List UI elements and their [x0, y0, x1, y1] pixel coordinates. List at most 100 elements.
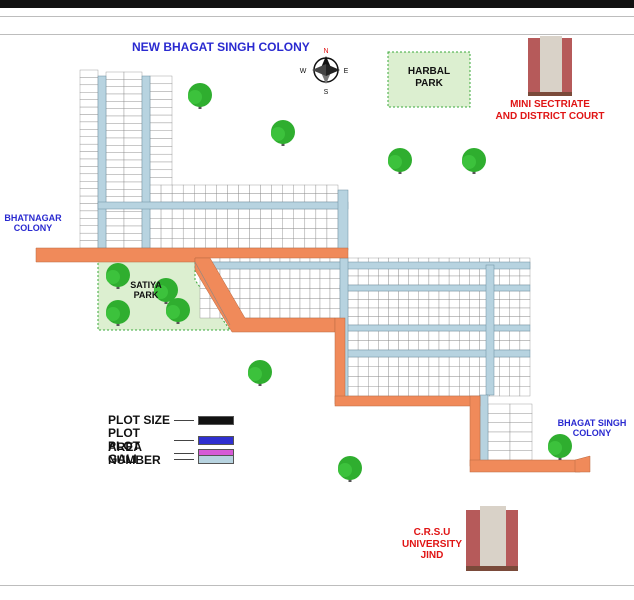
compass-icon: N S W E	[300, 48, 349, 96]
plot-cell	[105, 130, 125, 139]
plot-cell	[388, 386, 399, 397]
plot-cell	[149, 184, 162, 194]
harbal-park-area	[387, 51, 471, 108]
plot-cell	[378, 275, 389, 286]
plot-cell	[448, 299, 460, 309]
plot-cell	[105, 181, 125, 190]
plot-cell	[269, 308, 281, 319]
plot-cell	[459, 340, 470, 351]
legend-item-plot-size: PLOT SIZE	[108, 413, 234, 427]
plot-cell	[239, 268, 251, 280]
plot-cell	[160, 208, 173, 219]
plot-cell	[79, 106, 99, 115]
plot-cell	[182, 208, 195, 219]
legend-item-gali: GALI	[108, 452, 234, 466]
plot-cell	[279, 308, 291, 319]
plot-cell	[216, 238, 228, 249]
plot-cell	[428, 340, 440, 351]
plot-cell	[398, 330, 409, 341]
plot-cell	[487, 422, 511, 433]
plot-cell	[271, 228, 283, 239]
plot-cell	[182, 218, 195, 229]
plot-cell	[105, 145, 125, 153]
colony-title: NEW BHAGAT SINGH COLONY	[132, 40, 310, 54]
plot-cell	[216, 208, 228, 219]
plot-cell	[238, 208, 250, 219]
plot-cell	[282, 218, 294, 229]
plot-cell	[408, 299, 419, 309]
plot-cell	[378, 356, 389, 367]
plot-cell	[309, 288, 321, 299]
plot-cell	[105, 174, 125, 183]
plot-cell	[378, 316, 389, 326]
plot-cell	[249, 193, 261, 203]
plot-cell	[519, 290, 531, 300]
plot-cell	[499, 316, 510, 326]
plot-cell	[79, 225, 99, 234]
plot-cell	[271, 208, 283, 219]
plot-cell	[149, 83, 173, 92]
plot-cell	[329, 298, 341, 309]
plot-cell	[79, 188, 99, 197]
plot-cell	[304, 193, 317, 203]
plot-cell	[519, 307, 531, 317]
plot-cell	[149, 99, 173, 108]
plot-cell	[319, 308, 331, 319]
plot-area-swatch	[198, 435, 234, 445]
plot-cell	[509, 290, 521, 300]
plot-cell	[388, 275, 399, 286]
plot-cell	[160, 228, 173, 239]
plot-cell	[249, 308, 261, 319]
plot-cell	[289, 298, 301, 309]
compass-e: E	[344, 68, 349, 75]
plot-cell	[123, 189, 143, 197]
plot-cell	[238, 228, 250, 239]
tree-icon	[338, 456, 362, 482]
plot-cell	[216, 218, 228, 229]
plot-cell	[282, 208, 294, 219]
plot-cell	[205, 184, 217, 194]
tree-icon	[271, 120, 295, 146]
plot-cell	[171, 218, 184, 229]
plot-cell	[469, 340, 480, 351]
plot-cell	[378, 299, 389, 309]
plot-cell	[105, 93, 125, 102]
plot-cell	[293, 218, 306, 229]
plot-cell	[418, 299, 430, 309]
plot-cell	[149, 193, 162, 203]
plot-cell	[319, 288, 331, 299]
plot-cell	[79, 121, 99, 130]
plot-cell	[408, 307, 419, 317]
plot-cell	[123, 152, 143, 161]
plot-cell	[123, 130, 143, 139]
plot-cell	[229, 268, 241, 280]
plot-cell	[105, 71, 125, 80]
plot-cell	[368, 366, 379, 377]
plot-cell	[79, 77, 99, 86]
plot-cell	[459, 356, 470, 367]
tree-icon	[462, 148, 486, 174]
plot-cell	[238, 193, 250, 203]
plot-cell	[149, 161, 173, 171]
plot-cell	[171, 184, 184, 194]
plot-cell	[79, 173, 99, 182]
plot-cell	[149, 208, 162, 219]
plot-cell	[509, 307, 521, 317]
plot-cell	[378, 330, 389, 341]
plot-cell	[123, 137, 143, 146]
plot-cell	[260, 218, 272, 229]
plot-cell	[259, 268, 271, 280]
plot-cell	[418, 386, 430, 397]
plot-cell	[289, 278, 301, 289]
plot-cell	[79, 84, 99, 93]
plot-cell	[315, 228, 328, 239]
plot-cell	[259, 278, 271, 289]
plot-cell	[205, 238, 217, 249]
plot-cell	[304, 184, 317, 194]
tree-icon	[154, 278, 178, 304]
plot-cell	[428, 356, 440, 367]
plot-cell	[408, 290, 419, 300]
plot-cell	[227, 208, 239, 219]
